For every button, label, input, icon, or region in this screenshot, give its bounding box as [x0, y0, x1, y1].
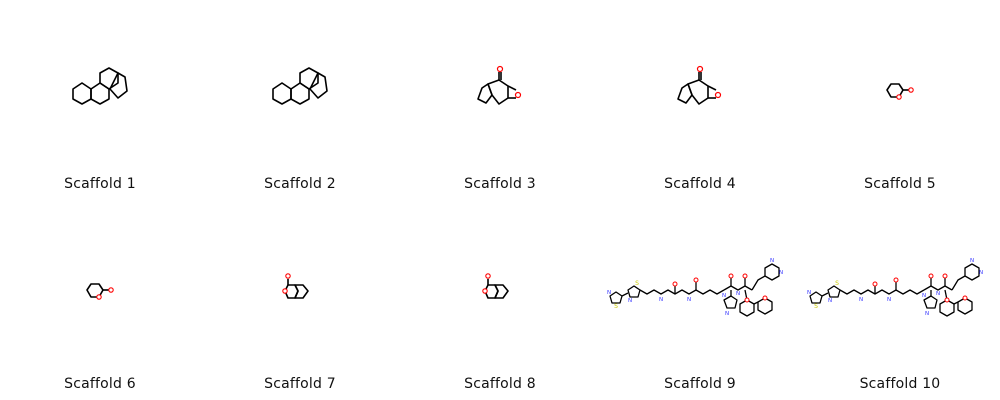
scaffold-label: Scaffold 9	[664, 376, 736, 392]
scaffold-cell-3: Scaffold 3	[400, 0, 600, 200]
scaffold-label: Scaffold 4	[664, 176, 736, 192]
molecule-drawing-8	[482, 273, 509, 299]
nitrogen-atom: N	[859, 297, 863, 303]
scaffold-label: Scaffold 3	[464, 176, 536, 192]
scaffold-label: Scaffold 6	[64, 376, 136, 392]
sulfur-atom: S	[835, 280, 839, 287]
nitrogen-atom: N	[970, 258, 974, 264]
nitrogen-atom: N	[659, 297, 663, 303]
scaffold-label: Scaffold 2	[264, 176, 336, 192]
molecule-drawing-6	[86, 283, 114, 300]
nitrogen-atom: N	[936, 291, 940, 297]
oxygen-atoms	[96, 287, 114, 300]
scaffold-cell-1: Scaffold 1	[0, 0, 200, 200]
nitrogen-atom: N	[922, 293, 926, 299]
scaffold-label: Scaffold 8	[464, 376, 536, 392]
scaffold-label: Scaffold 7	[264, 376, 336, 392]
scaffold-cell-4: Scaffold 4	[600, 0, 800, 200]
molecule-drawing-10: S S N N N N N N N N N	[807, 258, 983, 317]
molecule-drawing-9: S S N N N N N N N N N	[607, 258, 783, 317]
scaffold-cell-9: S S N N N N N N N N N Scaffold 9	[600, 200, 800, 400]
nitrogen-atom: N	[779, 270, 783, 276]
scaffold-label: Scaffold 1	[64, 176, 136, 192]
sulfur-atom: S	[814, 303, 818, 310]
molecule-drawing-3	[477, 65, 522, 105]
heteroatoms: S S N N N N N N N N N	[807, 258, 983, 317]
oxygen-atoms	[696, 65, 722, 99]
sulfur-atom: S	[635, 280, 639, 287]
nitrogen-atom: N	[722, 293, 726, 299]
nitrogen-atom: N	[807, 290, 811, 296]
scaffold-cell-10: S S N N N N N N N N N Scaffold 10	[800, 200, 1000, 400]
nitrogen-atom: N	[736, 291, 740, 297]
nitrogen-atom: N	[725, 311, 729, 317]
nitrogen-atom: N	[925, 311, 929, 317]
nitrogen-atom: N	[979, 270, 983, 276]
nitrogen-atom: N	[828, 298, 832, 304]
nitrogen-atom: N	[607, 290, 611, 296]
oxygen-atoms	[282, 273, 291, 294]
scaffold-label: Scaffold 10	[859, 376, 941, 392]
nitrogen-atom: N	[628, 298, 632, 304]
molecule-drawing-1	[72, 67, 128, 105]
oxygen-atoms	[496, 65, 522, 99]
nitrogen-atom: N	[770, 258, 774, 264]
nitrogen-atom: N	[687, 297, 691, 303]
scaffold-cell-5: Scaffold 5	[800, 0, 1000, 200]
scaffold-cell-2: Scaffold 2	[200, 0, 400, 200]
nitrogen-atom: N	[887, 297, 891, 303]
scaffold-cell-7: Scaffold 7	[200, 200, 400, 400]
sulfur-atom: S	[614, 303, 618, 310]
scaffold-cell-6: Scaffold 6	[0, 200, 200, 400]
molecule-drawing-7	[282, 273, 309, 299]
scaffold-label: Scaffold 5	[864, 176, 936, 192]
molecule-drawing-5	[886, 83, 914, 100]
scaffold-cell-8: Scaffold 8	[400, 200, 600, 400]
oxygen-atoms	[482, 273, 491, 294]
oxygen-atoms	[896, 87, 914, 100]
molecule-drawing-4	[677, 65, 722, 105]
molecule-drawing-2	[272, 67, 328, 105]
heteroatoms: S S N N N N N N N N N	[607, 258, 783, 317]
